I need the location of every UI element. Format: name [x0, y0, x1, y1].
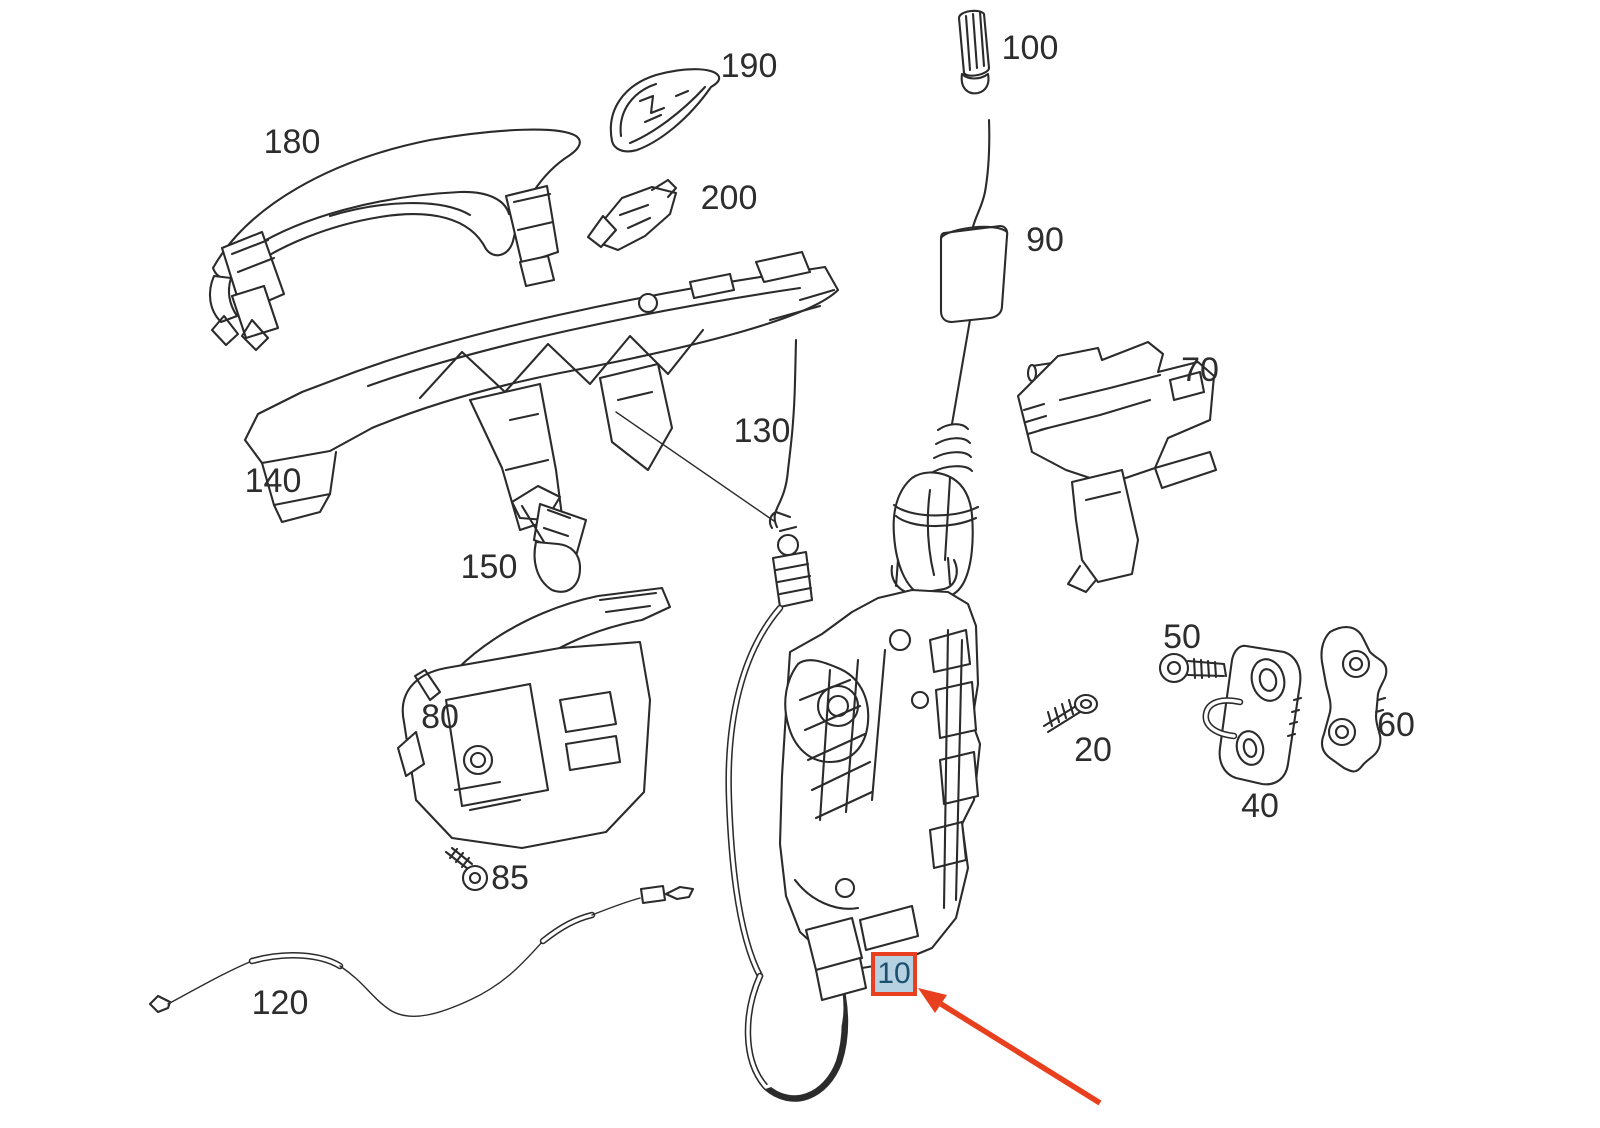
- part-70-bracket-drawing: [1018, 342, 1216, 592]
- part-label-50: 50: [1163, 618, 1201, 656]
- part-label-150: 150: [460, 548, 518, 586]
- part-label-90: 90: [1026, 221, 1064, 259]
- part-200-bracket-drawing: [588, 180, 676, 250]
- part-90-rod-grommet-drawing: [892, 120, 1007, 599]
- part-190-handle-cap-drawing: [611, 69, 719, 151]
- part-label-120: 120: [251, 984, 309, 1022]
- part-label-130: 130: [733, 412, 791, 450]
- part-85-screw-drawing: [446, 848, 487, 890]
- part-label-200: 200: [700, 179, 758, 217]
- part-80-inner-bracket-drawing: [398, 588, 670, 848]
- part-label-140: 140: [244, 462, 302, 500]
- part-150-lock-cylinder-drawing: [512, 486, 586, 592]
- part-120-bowden-cable-drawing: [150, 886, 693, 1016]
- part-label-85: 85: [491, 859, 529, 897]
- part-label-100: 100: [1001, 29, 1059, 67]
- part-180-door-handle-drawing: [210, 130, 580, 350]
- annotation-arrow: [918, 988, 1100, 1103]
- part-label-190: 190: [720, 47, 778, 85]
- part-10-door-lock-actuator-drawing: [729, 552, 980, 1099]
- part-40-striker-drawing: [1206, 646, 1301, 784]
- part-label-20: 20: [1074, 731, 1112, 769]
- part-60-shim-plate-drawing: [1321, 627, 1386, 771]
- part-label-80: 80: [421, 698, 459, 736]
- part-label-40: 40: [1241, 787, 1279, 825]
- part-50-screw-drawing: [1160, 654, 1226, 682]
- part-label-10-highlighted[interactable]: 10: [871, 952, 917, 996]
- part-label-60: 60: [1377, 706, 1415, 744]
- part-100-lock-pin-drawing: [959, 11, 989, 94]
- part-20-screw-drawing: [1044, 695, 1097, 732]
- part-label-180: 180: [263, 123, 321, 161]
- part-label-70: 70: [1181, 351, 1219, 389]
